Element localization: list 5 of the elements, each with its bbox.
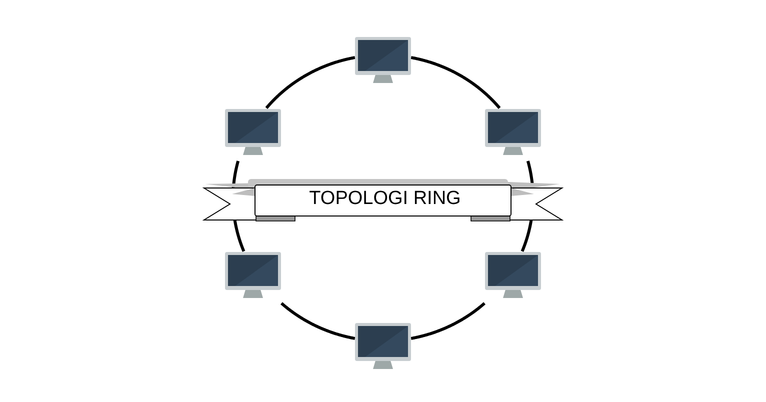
ring-cable — [265, 56, 356, 109]
banner-title: TOPOLOGI RING — [308, 187, 462, 211]
ring-cable — [280, 302, 356, 340]
ring-cable — [410, 56, 501, 109]
ring-cable — [410, 302, 486, 340]
